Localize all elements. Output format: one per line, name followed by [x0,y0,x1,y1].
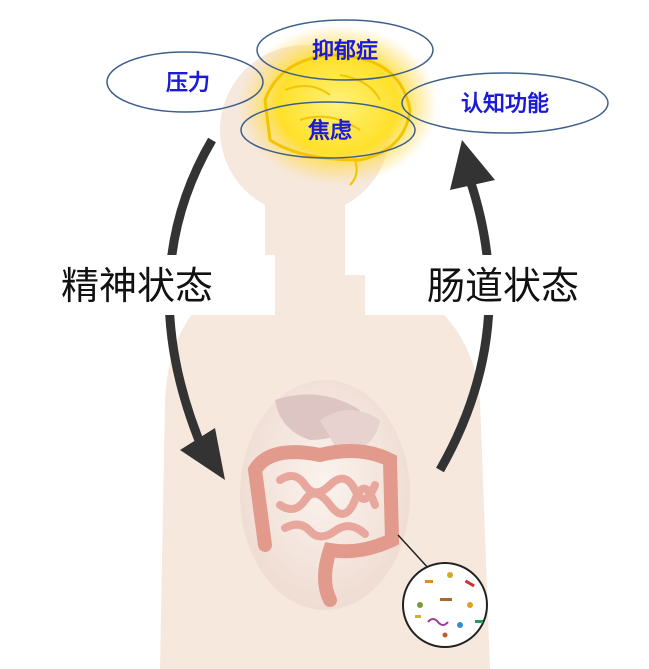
bubble-stress: 压力 [106,51,264,113]
small-intestine [276,472,379,541]
left-arrowhead-icon [180,428,225,480]
bubble-stress-label: 压力 [166,71,210,96]
bubble-cognition-label: 认知功能 [461,91,549,117]
abdomen [240,380,410,610]
gut-state-label: 肠道状态 [427,264,579,308]
bubble-cognition: 认知功能 [401,72,609,134]
right-arrow [436,178,494,473]
right-arrowhead-icon [450,140,495,190]
mental-state-label: 精神状态 [61,264,213,308]
bubble-anxiety: 焦虑 [240,101,416,159]
bubble-depression-label: 抑郁症 [312,38,378,64]
bubble-anxiety-label: 焦虑 [307,118,352,144]
large-intestine [247,444,400,607]
microbiome-magnifier [397,534,488,648]
bubble-depression: 抑郁症 [256,19,434,81]
bacteria-icons [415,572,483,638]
